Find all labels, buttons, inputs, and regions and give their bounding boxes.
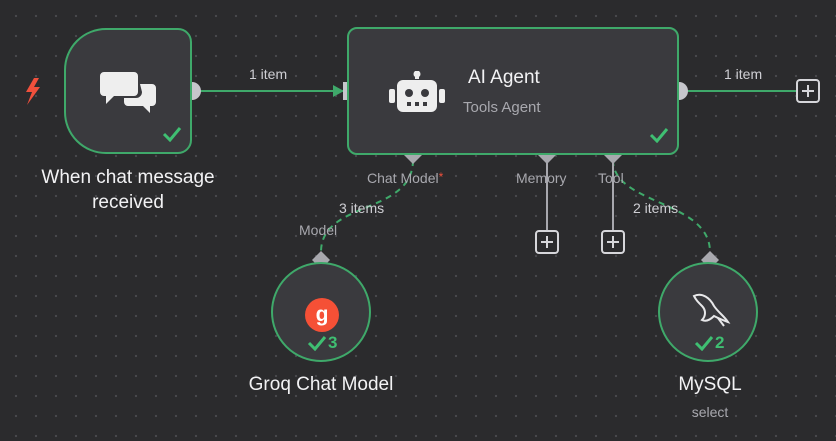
edge-label-agent-output: 1 item [724,66,763,82]
chat-model-connector-label: Chat Model* [367,170,443,186]
groq-node-label: Groq Chat Model [248,374,394,395]
model-connector-label: Model [299,222,338,238]
mysql-dolphin-icon [688,290,732,335]
mysql-node-sublabel: select [691,404,729,420]
robot-icon [389,70,445,120]
memory-connector-label: Memory [516,170,567,186]
add-tool-button[interactable] [601,230,625,254]
success-check-icon [162,127,182,142]
success-check-icon [649,128,669,143]
success-check-icon [694,336,714,351]
mysql-node-label: MySQL [678,374,742,395]
trigger-node[interactable] [64,28,192,154]
edge-tool[interactable] [612,159,711,253]
trigger-node-label: When chat message received [41,167,215,213]
edge-label-tool-items: 2 items [633,200,679,216]
add-node-button[interactable] [796,79,820,103]
required-marker: * [438,170,444,184]
lightning-icon [26,78,40,105]
edge-chat-model[interactable] [320,159,414,253]
chat-bubbles-icon [100,68,158,121]
add-memory-button[interactable] [535,230,559,254]
run-count: 2 [715,333,725,352]
groq-chat-model-node[interactable]: g 3 [271,262,371,362]
tool-connector-label: Tool [598,170,624,186]
ai-agent-title: AI Agent [468,67,540,88]
edge-label-trigger-agent: 1 item [249,66,288,82]
ai-agent-node[interactable]: AI Agent Tools Agent [347,27,679,155]
mysql-node[interactable]: 2 [658,262,758,362]
edge-arrowhead [333,85,344,97]
groq-logo-icon: g [305,298,339,332]
success-check-icon [307,336,327,351]
ai-agent-subtitle: Tools Agent [463,99,541,116]
chat-model-label-text: Chat Model [367,170,439,186]
edge-label-model-items: 3 items [339,200,385,216]
run-count: 3 [328,333,338,352]
